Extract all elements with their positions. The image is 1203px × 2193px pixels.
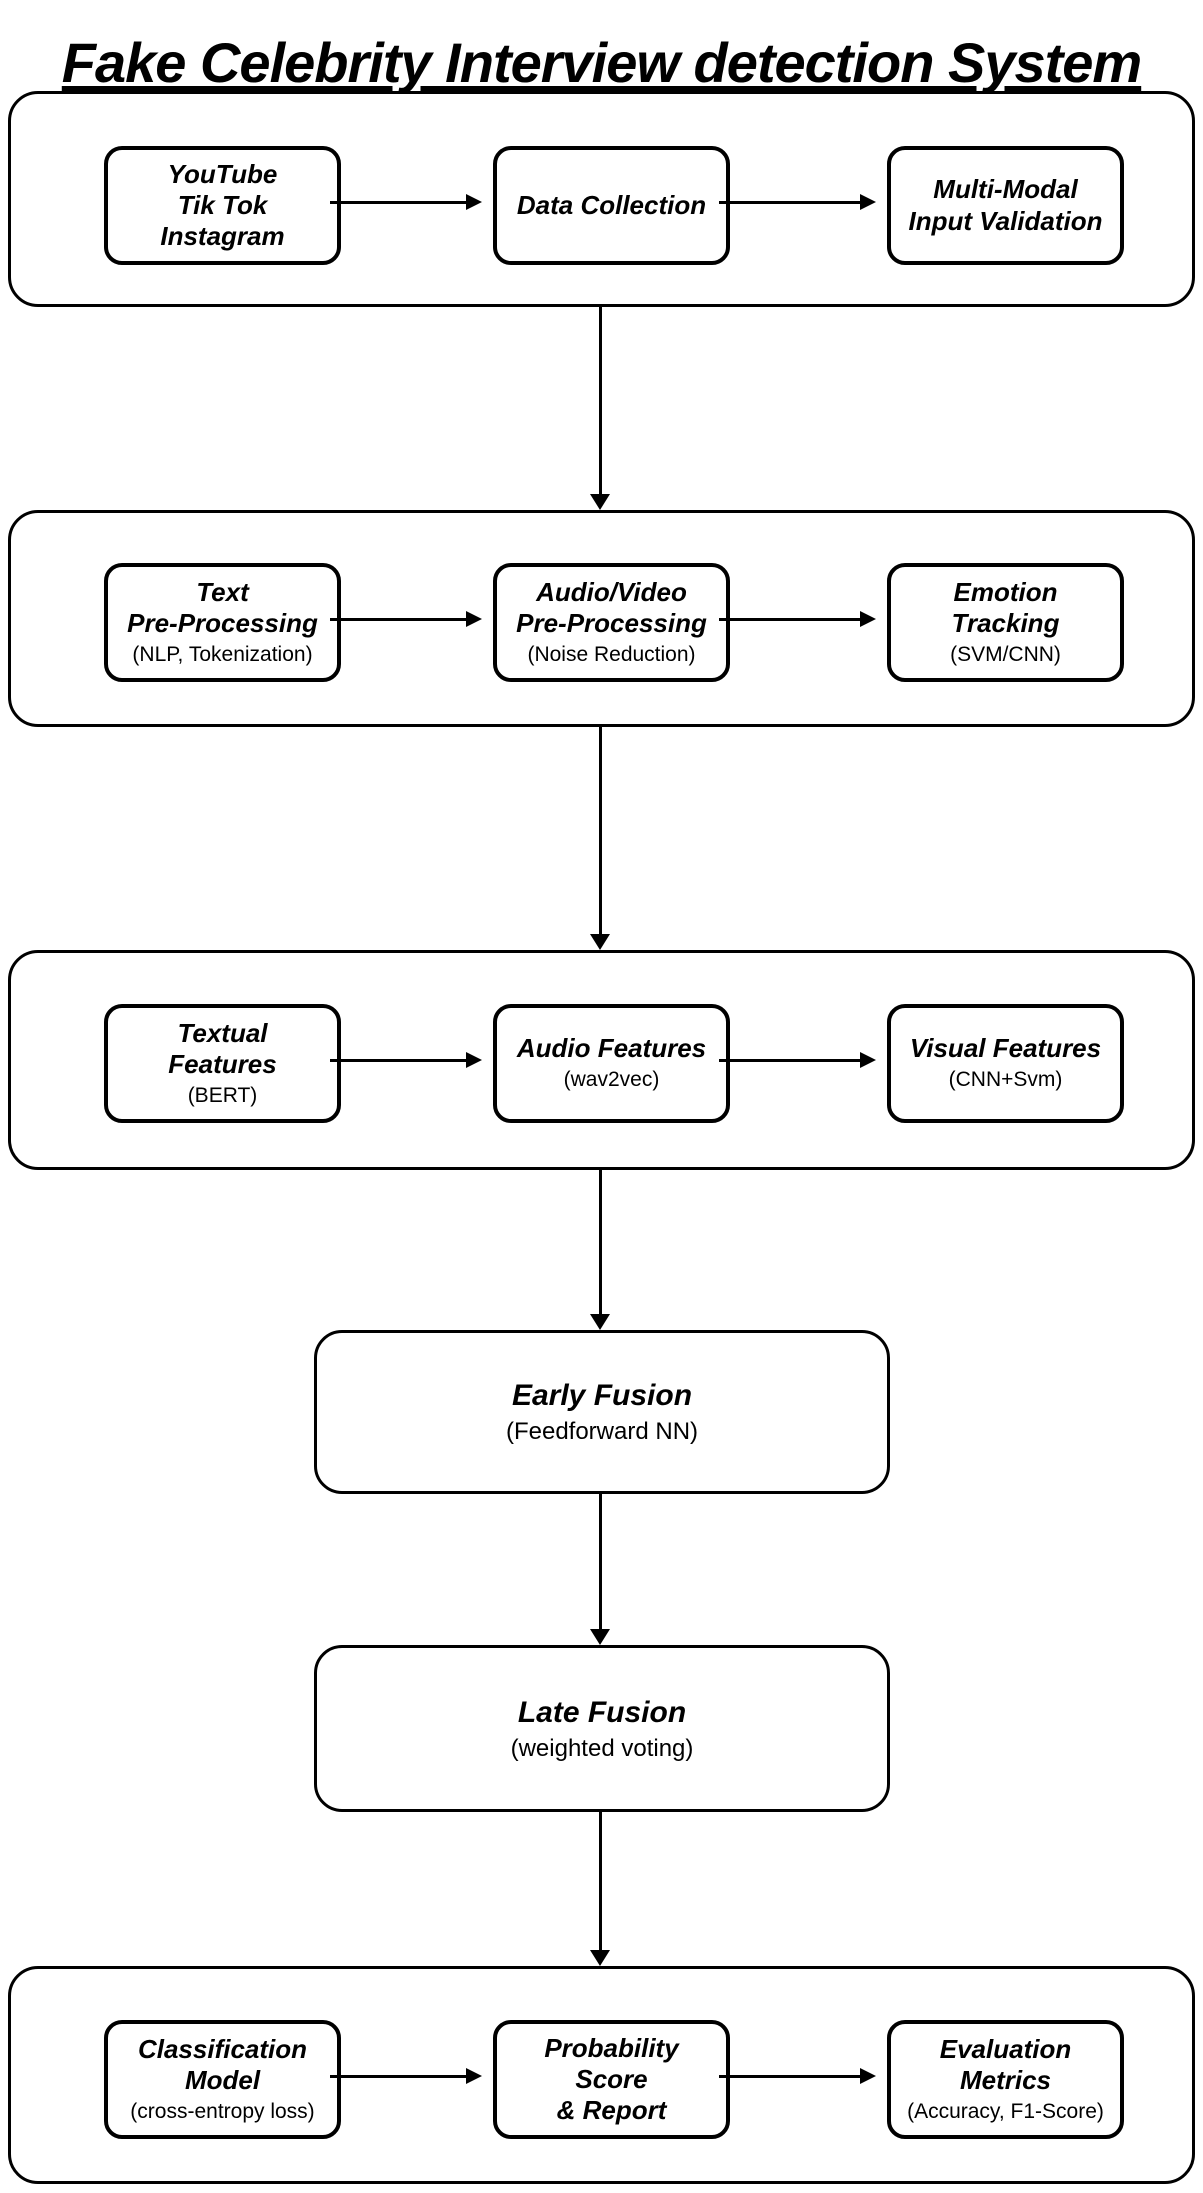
node-late-fusion: Late Fusion (weighted voting) [314,1645,890,1812]
node-evaluation-metrics: Evaluation Metrics (Accuracy, F1-Score) [887,2020,1124,2139]
node-title-line: Features [168,1048,277,1079]
node-subtitle: (BERT) [187,1084,258,1108]
node-title-line: Text [196,576,249,607]
node-title-line: Probability [544,2032,679,2063]
node-title-line: Early Fusion [511,1379,693,1412]
node-title-line: Tik Tok [177,189,268,220]
stage-collection-group: YouTube Tik Tok Instagram Data Collectio… [8,91,1195,307]
arrow-textual-to-audio-features [330,1052,482,1068]
node-title-line: YouTube [167,158,278,189]
node-title-line: & Report [556,2095,667,2126]
node-probability-score-report: Probability Score & Report [493,2020,730,2139]
node-title-line: Data Collection [516,189,707,220]
node-title-line: Pre-Processing [516,607,707,638]
node-text-preprocessing: Text Pre-Processing (NLP, Tokenization) [104,563,341,682]
arrow-probability-to-evaluation [719,2068,876,2084]
node-subtitle: (Accuracy, F1-Score) [907,2100,1104,2124]
node-classification-model: Classification Model (cross-entropy loss… [104,2020,341,2139]
node-title-line: Late Fusion [517,1695,687,1729]
arrow-classification-to-probability [330,2068,482,2084]
node-subtitle: (wav2vec) [563,1068,660,1092]
node-textual-features: Textual Features (BERT) [104,1004,341,1123]
arrow-collection-to-preprocessing [590,307,610,510]
node-subtitle: (weighted voting) [510,1734,694,1762]
arrow-late-fusion-to-output [590,1812,610,1966]
node-title-line: Tracking [951,607,1060,638]
node-input-validation: Multi-Modal Input Validation [887,146,1124,265]
node-subtitle: (SVM/CNN) [950,643,1061,667]
arrow-text-to-av-preprocessing [330,611,482,627]
page-title: Fake Celebrity Interview detection Syste… [61,30,1142,94]
node-audio-features: Audio Features (wav2vec) [493,1004,730,1123]
node-subtitle: (NLP, Tokenization) [132,643,313,667]
node-title-line: Classification [137,2033,308,2064]
node-early-fusion: Early Fusion (Feedforward NN) [314,1330,890,1494]
arrow-early-to-late-fusion [590,1494,610,1645]
node-subtitle: (Noise Reduction) [527,643,696,667]
arrow-data-collection-to-validation [719,194,876,210]
node-subtitle: (cross-entropy loss) [130,2100,315,2124]
node-data-collection: Data Collection [493,146,730,265]
node-title-line: Input Validation [908,205,1103,236]
node-title-line: Score [575,2063,648,2094]
node-title-line: Visual Features [909,1033,1102,1064]
arrow-av-to-emotion-tracking [719,611,876,627]
node-title-line: Emotion [953,576,1058,607]
node-title-line: Model [184,2064,261,2095]
node-title-line: Evaluation [939,2033,1072,2064]
arrow-features-to-early-fusion [590,1170,610,1330]
node-subtitle: (Feedforward NN) [505,1418,699,1445]
stage-features-group: Textual Features (BERT) Audio Features (… [8,950,1195,1170]
node-title-line: Metrics [959,2064,1052,2095]
stage-output-group: Classification Model (cross-entropy loss… [8,1966,1195,2184]
node-emotion-tracking: Emotion Tracking (SVM/CNN) [887,563,1124,682]
arrow-sources-to-data-collection [330,194,482,210]
arrow-audio-to-visual-features [719,1052,876,1068]
node-title-line: Instagram [160,221,285,252]
node-title-line: Textual [177,1017,268,1048]
node-visual-features: Visual Features (CNN+Svm) [887,1004,1124,1123]
node-subtitle: (CNN+Svm) [948,1068,1063,1092]
node-title-line: Audio Features [516,1033,707,1064]
node-title-line: Pre-Processing [127,607,318,638]
node-title-line: Multi-Modal [933,174,1078,205]
node-sources: YouTube Tik Tok Instagram [104,146,341,265]
node-av-preprocessing: Audio/Video Pre-Processing (Noise Reduct… [493,563,730,682]
arrow-preprocessing-to-features [590,727,610,950]
node-title-line: Audio/Video [536,576,687,607]
stage-preprocessing-group: Text Pre-Processing (NLP, Tokenization) … [8,510,1195,727]
